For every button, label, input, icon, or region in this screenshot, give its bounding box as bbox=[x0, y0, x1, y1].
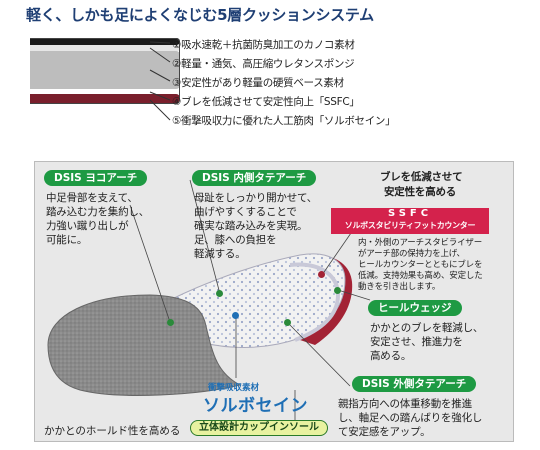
layer-leaders bbox=[149, 41, 171, 121]
ssfc-heading-line-1: ブレを低減させて bbox=[380, 171, 463, 183]
heel-line-1: かかとのブレを軽減し、 bbox=[370, 322, 484, 334]
headline: 軽く、しかも足によくなじむ5層クッションシステム bbox=[26, 6, 374, 24]
ssfc-line-3: ヒールカウンターとともにブレを bbox=[358, 260, 483, 270]
layer-label-5: ⑤衝撃吸収力に優れた人工筋肉「ソルボセイン」 bbox=[172, 115, 396, 127]
sotogawa-marker bbox=[284, 319, 291, 326]
yokoarch-line-3: 力強い蹴り出しが bbox=[46, 220, 129, 232]
ssfc-badge: SSFC ソルボスタビリティフットカウンター bbox=[331, 208, 489, 234]
ssfc-subtitle: ソルボスタビリティフットカウンター bbox=[344, 221, 476, 230]
uchigawa-line-2: 曲げやすくすることで bbox=[194, 206, 297, 218]
heel-wedge-tag: ヒールウェッジ bbox=[368, 300, 462, 316]
layer-5-sorbothane bbox=[30, 94, 180, 104]
uchigawa-line-4: 足、膝への負担を bbox=[194, 234, 277, 246]
ssfc-line-5: 動きを引き出します。 bbox=[358, 282, 441, 292]
heel-line-2: 安定させ、推進力を bbox=[370, 336, 463, 348]
ssfc-title: SSFC bbox=[387, 208, 433, 219]
heel-line-3: 高める。 bbox=[370, 350, 412, 362]
sotogawa-line-1: 親指方向への体重移動を推進 bbox=[338, 398, 472, 410]
yokoarch-line-1: 中足骨部を支えて、 bbox=[46, 192, 138, 204]
layer-3-base bbox=[30, 51, 180, 89]
layer-1-kanoko bbox=[30, 38, 180, 45]
cup-insole-tag: 立体設計カップインソール bbox=[190, 420, 328, 436]
sorbothane-big-label: ソルボセイン bbox=[203, 396, 308, 416]
uchigawa-marker bbox=[216, 290, 223, 297]
sotogawa-line-3: て安定感をアップ。 bbox=[338, 426, 431, 438]
ssfc-line-1: 内・外側のアーチスタビライザー bbox=[358, 238, 482, 248]
sorbothane-small-label: 衝撃吸収素材 bbox=[208, 383, 260, 393]
uchigawa-line-3: 確実な踏み込みを実現。 bbox=[194, 220, 308, 232]
heel-marker bbox=[334, 287, 341, 294]
yokoarch-marker bbox=[167, 319, 174, 326]
layer-2-urethane bbox=[30, 45, 180, 51]
uchigawa-tag: DSIS 内側タテアーチ bbox=[192, 170, 317, 186]
yokoarch-tag: DSIS ヨコアーチ bbox=[44, 170, 148, 186]
ssfc-marker bbox=[318, 271, 325, 278]
layer-label-2: ②軽量・通気、高圧縮ウレタンスポンジ bbox=[172, 58, 355, 70]
layer-label-4: ④ブレを低減させて安定性向上「SSFC」 bbox=[172, 96, 360, 108]
ssfc-line-4: 低減。支持効果も高め、安定した bbox=[358, 271, 483, 281]
uchigawa-line-5: 軽減する。 bbox=[194, 248, 246, 260]
uchigawa-line-1: 母趾をしっかり開かせて、 bbox=[194, 192, 318, 204]
layer-frame bbox=[30, 38, 180, 104]
sotogawa-tag: DSIS 外側タテアーチ bbox=[352, 376, 477, 392]
yokoarch-line-2: 踏み込む力を集約し、 bbox=[46, 206, 149, 218]
sotogawa-line-2: し、軸足への踏んばりを強化し bbox=[338, 412, 483, 424]
ssfc-heading-line-2: 安定性を高める bbox=[384, 186, 457, 198]
layer-cross-section bbox=[30, 38, 180, 114]
layer-4-ssfc bbox=[30, 89, 180, 94]
yokoarch-line-4: 可能に。 bbox=[46, 234, 88, 246]
ssfc-line-2: がアーチ部の保持力を上げ、 bbox=[358, 249, 465, 259]
heel-hold-text: かかとのホールド性を高める bbox=[44, 425, 181, 437]
layer-label-1: ①吸水速乾＋抗菌防臭加工のカノコ素材 bbox=[172, 39, 355, 51]
sorbothane-marker bbox=[232, 312, 239, 319]
layer-label-3: ③安定性があり軽量の硬質ベース素材 bbox=[172, 77, 344, 89]
